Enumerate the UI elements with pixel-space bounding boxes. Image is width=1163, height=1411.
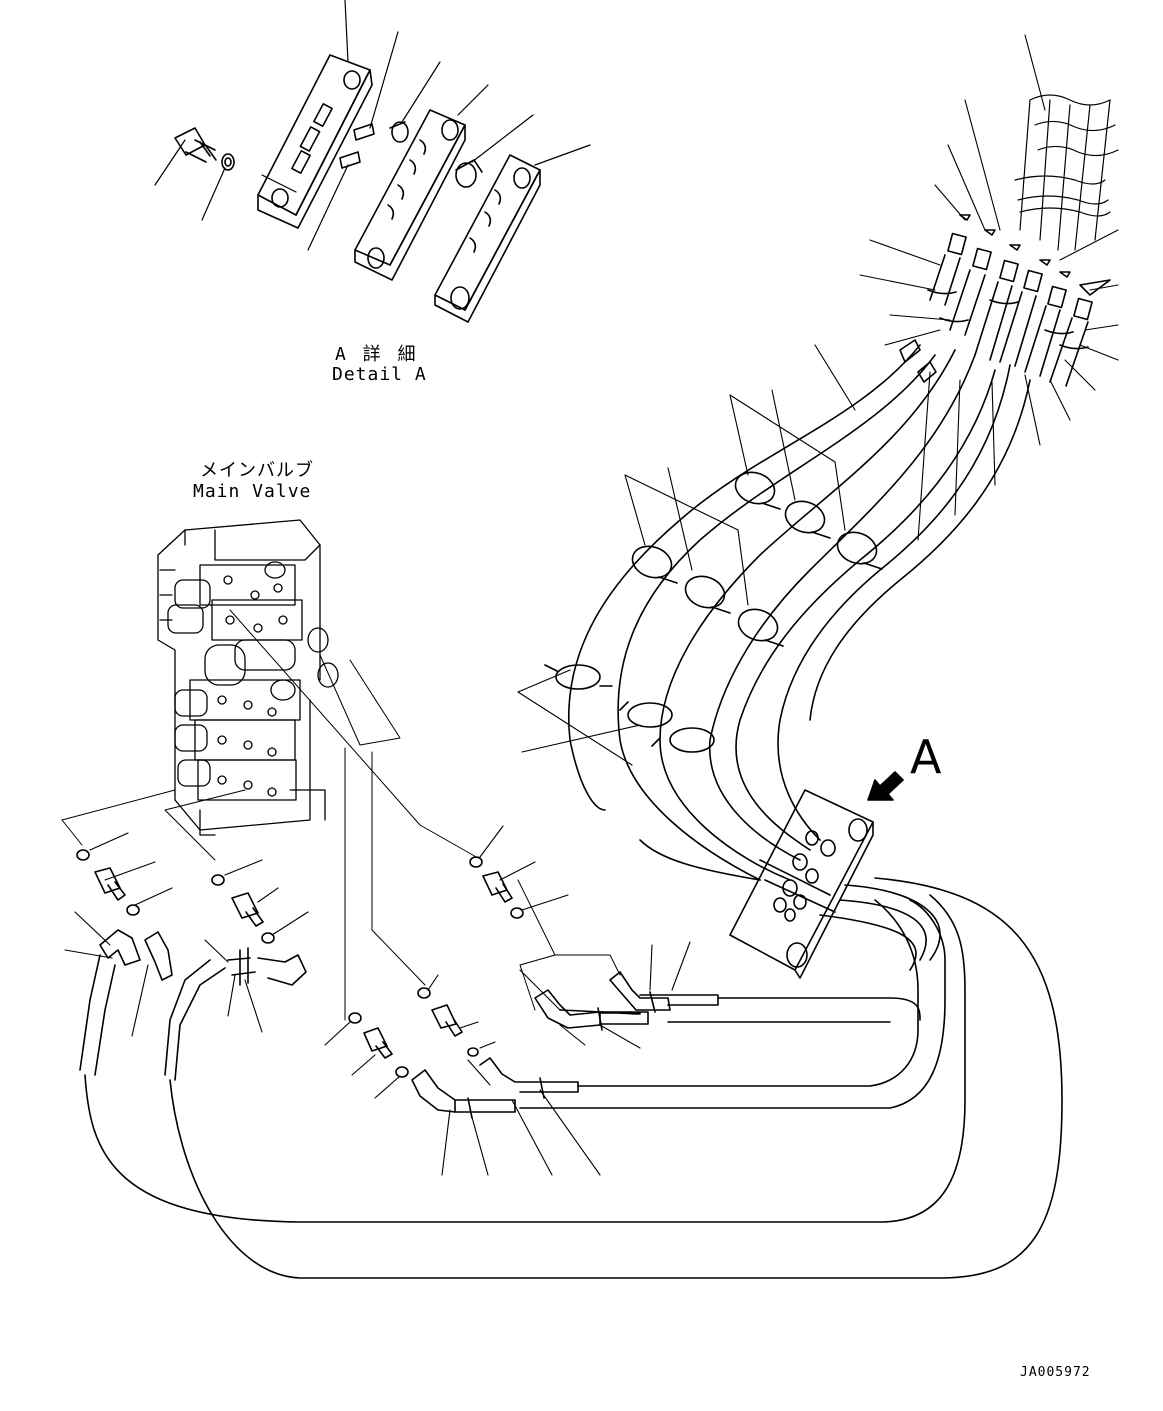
view-a-letter: A xyxy=(910,730,942,784)
bolt xyxy=(174,127,235,171)
hose-leaders xyxy=(517,34,1119,766)
hose-clamps xyxy=(544,471,883,753)
main-valve-label-jp: メインバルブ xyxy=(200,460,314,481)
main-valve-drawing xyxy=(157,519,339,836)
detail-a-label-jp: A 詳 細 xyxy=(335,344,419,365)
detail-a-leaders xyxy=(154,0,591,251)
detail-a-right-block xyxy=(434,154,541,323)
detail-a-middle-block xyxy=(354,109,466,281)
manifold-block-a xyxy=(639,789,941,979)
detail-a-label-en: Detail A xyxy=(332,364,427,385)
lower-fittings xyxy=(64,825,1063,1279)
fittings-row xyxy=(899,214,1111,387)
main-valve-label-en: Main Valve xyxy=(193,481,312,502)
drawing-code: JA005972 xyxy=(1020,1365,1091,1380)
large-hoses xyxy=(568,344,1031,881)
upper-hose-bundle xyxy=(1014,94,1119,251)
hose-cluster xyxy=(517,34,1119,979)
detail-a-group xyxy=(154,0,591,323)
view-a-arrow xyxy=(867,771,904,801)
detail-a-left-block xyxy=(257,54,373,229)
connection-leaders xyxy=(61,609,621,1021)
